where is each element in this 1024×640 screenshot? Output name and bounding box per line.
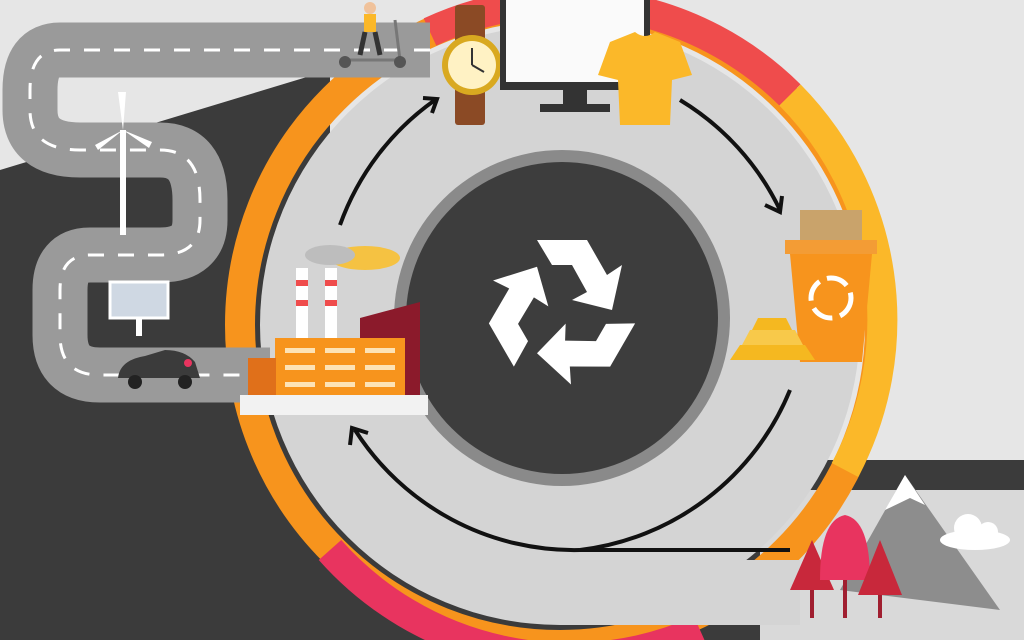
center-circle [406, 162, 718, 474]
electric-car-icon [118, 350, 200, 389]
recycling-bin-icon [785, 210, 877, 362]
trees-icon [790, 515, 902, 618]
scooter-rider-icon [339, 2, 406, 68]
gold-bars-icon [730, 318, 815, 360]
cycle-arrows [338, 96, 792, 553]
solar-panel-icon [108, 280, 170, 336]
factory-icon [240, 245, 428, 415]
ring-tail [560, 560, 800, 625]
wind-turbine-icon [95, 92, 152, 235]
road-icon [2, 22, 430, 403]
tshirt-icon [598, 32, 692, 125]
watch-icon [442, 5, 502, 125]
cloud-icon [940, 514, 1010, 550]
recycle-icon [488, 240, 636, 385]
